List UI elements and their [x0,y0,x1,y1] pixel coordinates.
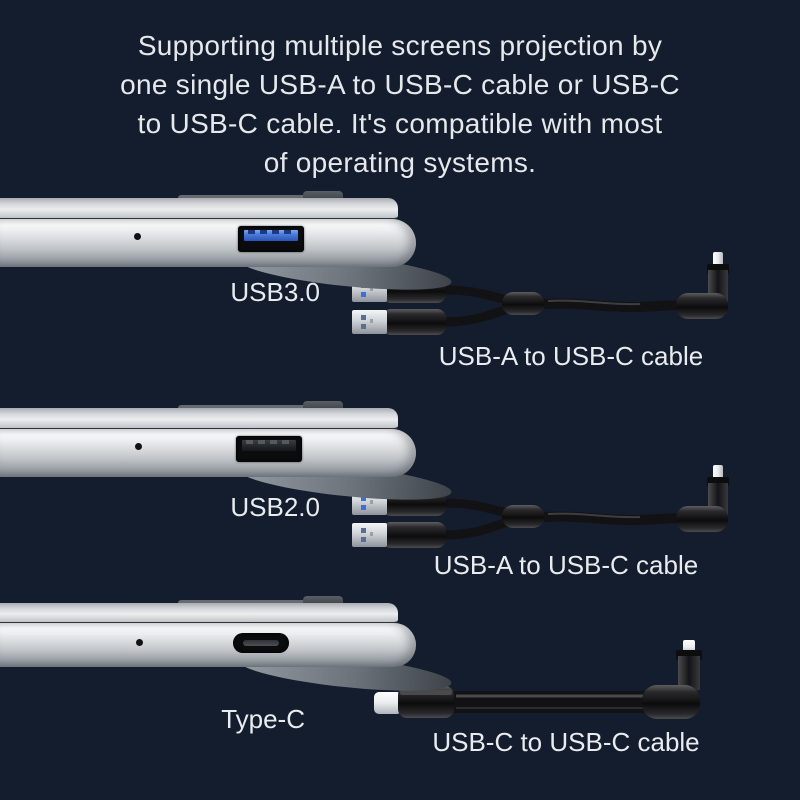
usb-a-connector-bottom [352,522,446,548]
cable-label-usb-a-2: USB-A to USB-C cable [433,550,699,580]
laptop-lid-edge [0,198,398,221]
port-label-typec: Type-C [221,704,305,734]
headline-line-2: one single USB-A to USB-C cable or USB-C [120,69,680,100]
usb2-port [236,436,302,462]
mic-hole [136,639,143,646]
headline-line-1: Supporting multiple screens projection b… [137,30,663,61]
cable-label-usb-a-1: USB-A to USB-C cable [438,341,704,371]
cable-wires [439,285,689,327]
cable-junction [502,292,544,315]
usb-a-connector-bottom [352,309,446,335]
cable-wires [439,498,689,540]
laptop-edge-usb3 [0,191,460,308]
usb-c-right-angle-connector [676,465,729,532]
usb-c-straight-connector [374,686,454,718]
usb-c-right-angle-connector [676,252,729,319]
laptop-lid-edge [0,408,398,431]
usb-c-port-slot [243,640,279,646]
cable-label-usb-c: USB-C to USB-C cable [432,727,700,757]
laptop-lid-edge [0,603,398,625]
usb2-port-tongue [242,440,296,451]
usb-c-to-usb-c-cable-image [374,640,702,719]
laptop-edge-usb2 [0,401,460,518]
cable-junction [502,505,544,528]
headline: Supporting multiple screens projection b… [0,26,800,182]
laptop-body-edge [0,219,416,267]
headline-line-4: of operating systems. [263,147,537,178]
laptop-body-edge [0,623,416,667]
usb-c-right-angle-connector [642,640,702,719]
headline-line-3: to USB-C cable. It's compatible with mos… [137,108,663,139]
usb-a-to-usb-c-cable-image [352,252,729,335]
laptop-hinge-bump [303,191,343,201]
mic-hole [135,443,142,450]
laptop-edge-typec [0,596,460,713]
usb3-port-tongue [244,230,298,241]
laptop-hinge-bump [303,401,343,411]
port-label-usb3: USB3.0 [230,277,320,307]
port-label-usb2: USB2.0 [230,492,320,522]
mic-hole [134,233,141,240]
laptop-body-edge [0,429,416,477]
laptop-hinge-bump [303,596,343,606]
usb-c-port [233,633,289,653]
cable-wire [443,691,663,713]
usb3-port [238,226,304,252]
